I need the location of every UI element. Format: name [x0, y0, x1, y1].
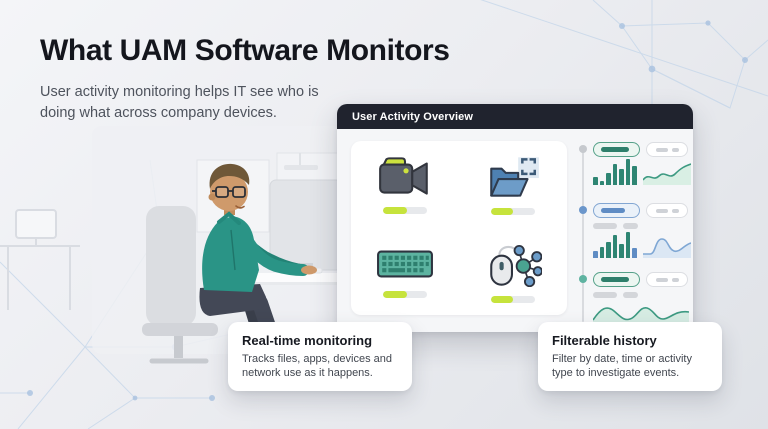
skeleton-pill: [646, 203, 688, 218]
user-activity-overview-card: User Activity Overview: [337, 104, 693, 332]
folder-capture-icon: [490, 156, 539, 197]
monitored-item: [459, 141, 567, 228]
skeleton-dashes: [593, 223, 638, 229]
video-camera-icon: [379, 156, 428, 195]
bar-sparkline: [593, 159, 638, 185]
progress-bar: [491, 207, 535, 215]
page-subtitle: User activity monitoring helps IT see wh…: [40, 84, 319, 121]
area-sparkline: [643, 163, 691, 185]
keyboard-icon: [377, 250, 433, 277]
timeline-dot: [579, 275, 587, 283]
callout-real-time-monitoring: Real-time monitoring Tracks files, apps,…: [228, 322, 412, 391]
progress-bar: [383, 206, 427, 214]
monitored-item: [351, 141, 459, 228]
skeleton-pill: [646, 272, 688, 287]
page-title: What UAM Software Monitors: [40, 34, 450, 67]
skeleton-dashes: [593, 292, 638, 298]
glasses-icon: [212, 186, 246, 198]
callout-body: Filter by date, time or activity type to…: [552, 353, 692, 380]
skeleton-pill: [646, 142, 688, 157]
office-chair: [142, 206, 218, 364]
card-header: User Activity Overview: [337, 104, 693, 129]
monitored-item: [351, 228, 459, 315]
sketch-monitor: [0, 209, 80, 310]
monitored-item: [459, 228, 567, 315]
activity-pill: [593, 142, 640, 157]
area-sparkline-large: [593, 307, 689, 324]
callout-body: Tracks files, apps, devices and network …: [242, 353, 392, 380]
monitored-items-panel: [351, 141, 567, 315]
activity-pill: [593, 272, 640, 287]
callout-filterable-history: Filterable history Filter by date, time …: [538, 322, 722, 391]
callout-title: Real-time monitoring: [242, 333, 373, 348]
bar-sparkline: [593, 232, 638, 258]
timeline-dot: [579, 206, 587, 214]
area-sparkline: [643, 238, 691, 258]
activity-pill: [593, 203, 640, 218]
callout-title: Filterable history: [552, 333, 657, 348]
card-title: User Activity Overview: [352, 110, 474, 123]
mouse-network-icon: [490, 244, 542, 287]
timeline-dot: [579, 145, 587, 153]
progress-bar: [383, 290, 427, 298]
timeline-line: [582, 146, 584, 322]
progress-bar: [491, 295, 535, 303]
